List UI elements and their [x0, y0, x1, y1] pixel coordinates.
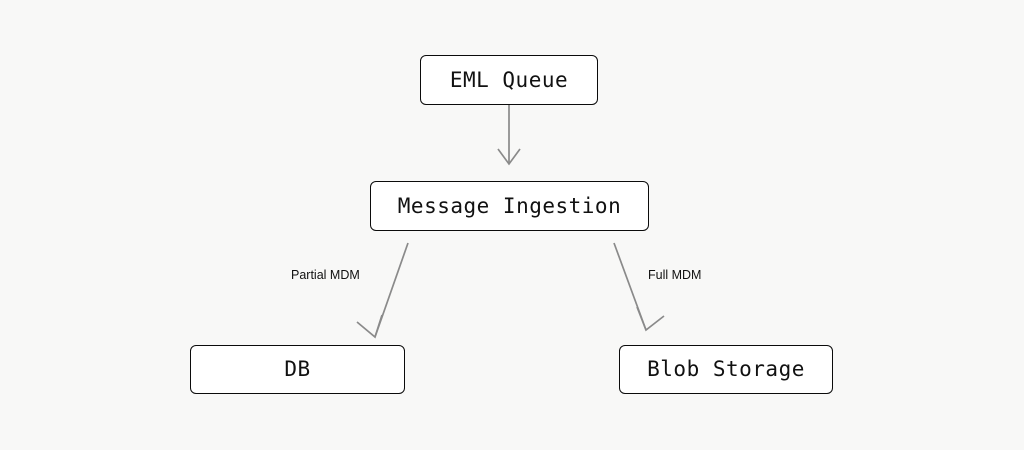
- node-blob-storage-label: Blob Storage: [647, 357, 805, 381]
- node-eml-queue-label: EML Queue: [449, 67, 569, 92]
- edge-label-full-mdm: Full MDM: [648, 268, 702, 282]
- node-eml-queue[interactable]: EML Queue: [420, 55, 598, 105]
- edge-label-partial-mdm: Partial MDM: [291, 268, 360, 282]
- edge-message-ingestion-to-blob-storage: [613, 242, 665, 332]
- node-message-ingestion[interactable]: Message Ingestion: [370, 181, 649, 231]
- edge-eml-queue-to-message-ingestion: [497, 105, 521, 166]
- node-db[interactable]: DB: [190, 345, 405, 394]
- node-db-label: DB: [284, 357, 311, 381]
- edge-message-ingestion-to-db: [356, 242, 409, 339]
- node-blob-storage[interactable]: Blob Storage: [619, 345, 833, 394]
- node-message-ingestion-label: Message Ingestion: [397, 193, 622, 218]
